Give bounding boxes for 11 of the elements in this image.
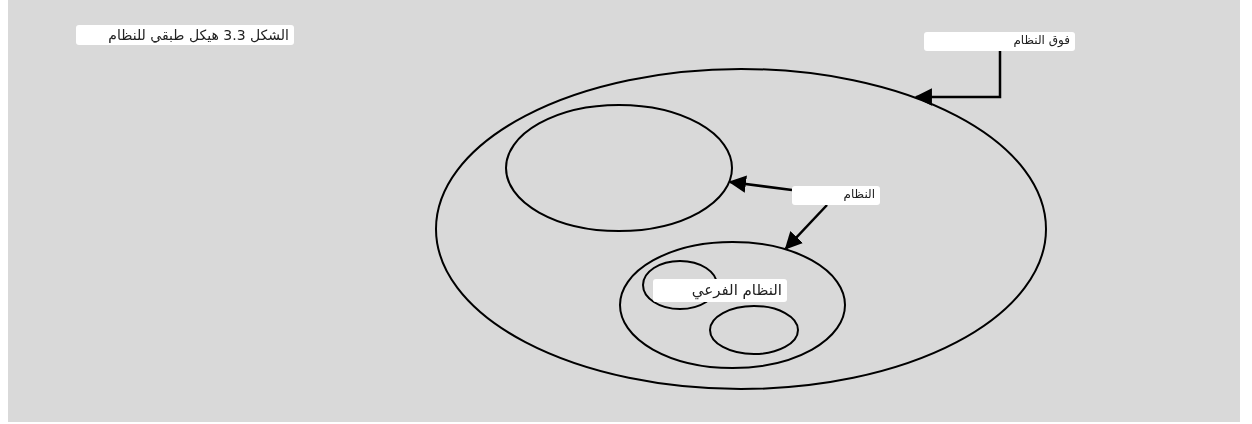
- ellipse: [619, 241, 846, 369]
- text-label: فوق النظام: [924, 32, 1075, 51]
- arrow: [914, 51, 1002, 106]
- text-label: النظام الفرعي: [653, 279, 787, 302]
- ellipse: [505, 104, 733, 232]
- figure-title: الشكل 3.3 هيكل طبقي للنظام: [76, 25, 294, 45]
- small-ellipse: [709, 305, 799, 355]
- arrow: [728, 175, 793, 193]
- large-ellipse: [435, 68, 1047, 390]
- text-label: النظام: [792, 186, 880, 205]
- arrow: [784, 204, 828, 250]
